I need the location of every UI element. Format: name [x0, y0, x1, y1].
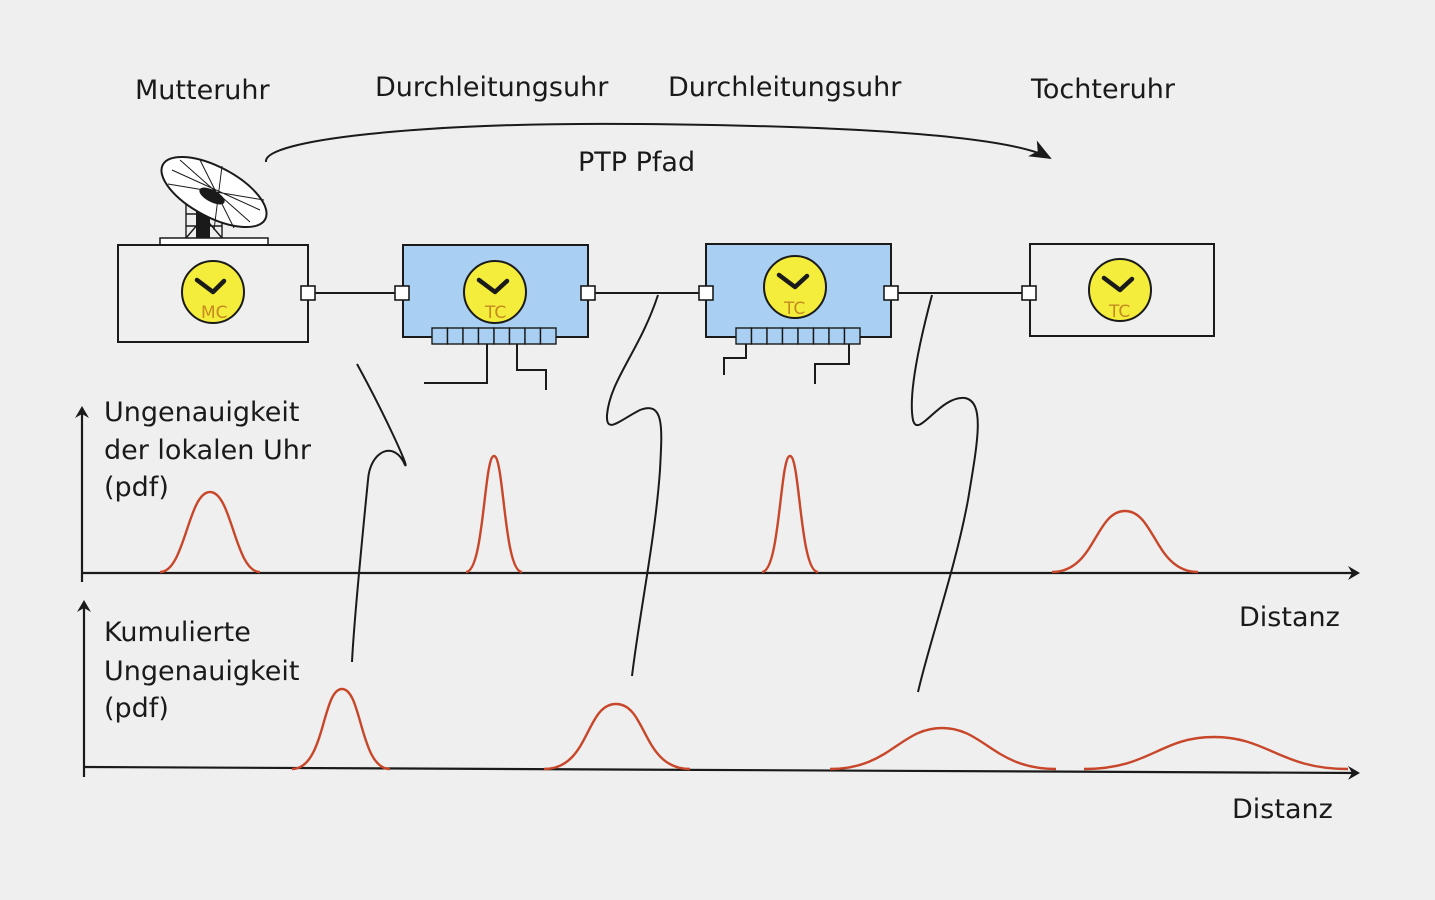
clock-icon: [1088, 258, 1152, 322]
transparent-clock-1-label: Durchleitungsuhr: [375, 72, 609, 103]
local-pdf-tc1: [465, 454, 523, 574]
clock-icon: [181, 260, 245, 324]
ptp-path-arrow: [265, 122, 1052, 163]
tc1-stub-left: [424, 344, 488, 384]
tc1-switch-ports: [431, 327, 557, 345]
cumulative-pdf-2: [543, 702, 691, 771]
satellite-dish-icon: [159, 155, 269, 246]
cumulative-pdf-1: [291, 687, 391, 771]
tc2-port-out: [883, 285, 899, 301]
local-distance-label: Distanz: [1239, 602, 1340, 633]
slave-clock-label: Tochteruhr: [1030, 74, 1176, 105]
cumulative-axis-title: Kumulierte Ungenauigkeit (pdf): [104, 617, 308, 724]
connector-1: [351, 363, 407, 663]
transparent-clock-2-label: Durchleitungsuhr: [668, 72, 902, 103]
tc2-stub-right: [814, 344, 850, 384]
cumulative-pdf-4: [1083, 735, 1349, 771]
clock-icon: [463, 260, 527, 324]
cumulative-pdf-3: [829, 726, 1057, 771]
tc1-stub-right: [516, 344, 547, 390]
master-port: [300, 285, 316, 301]
tc2-switch-ports: [735, 327, 861, 345]
local-pdf-mc: [159, 490, 261, 574]
connector-3: [910, 294, 979, 693]
local-pdf-slave: [1051, 509, 1199, 574]
local-pdf-tc2: [761, 454, 819, 574]
ptp-path-label: PTP Pfad: [578, 147, 695, 178]
slave-port: [1021, 285, 1037, 301]
tc2-clock-tag: TC: [783, 299, 805, 319]
slave-clock-tag: TC: [1108, 302, 1130, 322]
tc2-port-in: [698, 285, 714, 301]
local-axis-title: Ungenauigkeit der lokalen Uhr (pdf): [104, 397, 320, 503]
cumulative-x-axis: [83, 765, 1360, 780]
tc2-stub-left: [723, 344, 747, 375]
cumulative-distance-label: Distanz: [1232, 794, 1333, 825]
tc1-port-out: [580, 285, 596, 301]
connector-2: [605, 294, 663, 677]
tc1-clock-tag: TC: [484, 303, 506, 323]
master-clock-label: Mutteruhr: [135, 75, 271, 106]
tc1-port-in: [394, 285, 410, 301]
master-clock-tag: MC: [201, 303, 228, 323]
clock-icon: [763, 255, 827, 319]
